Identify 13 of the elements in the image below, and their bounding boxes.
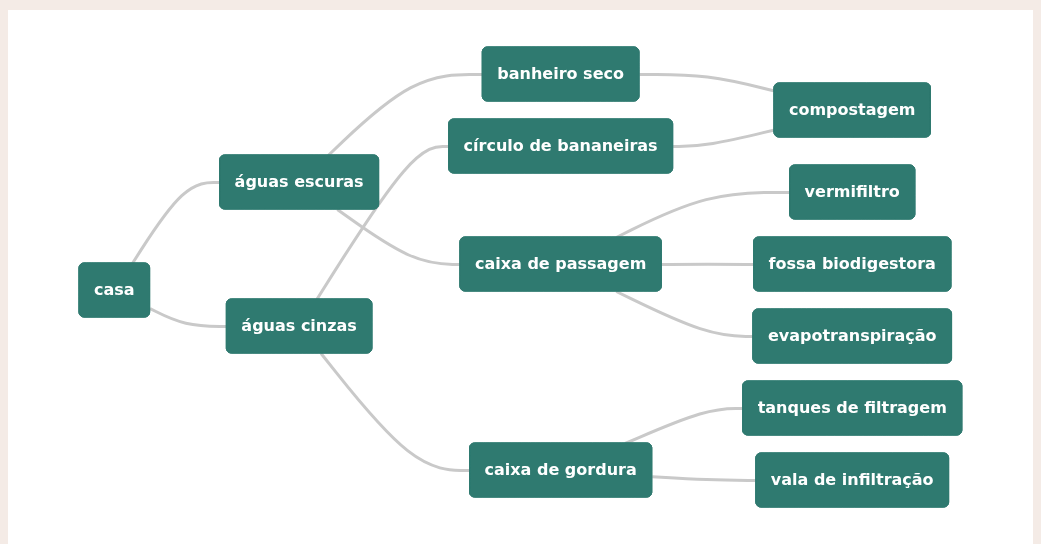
- connector: [652, 475, 757, 482]
- connector: [673, 128, 775, 148]
- connector: [336, 208, 461, 266]
- connector: [131, 180, 221, 265]
- connector: [615, 290, 754, 338]
- connector: [149, 307, 227, 328]
- connector: [315, 144, 450, 301]
- connector: [320, 352, 471, 472]
- connector: [615, 190, 791, 239]
- connector: [327, 72, 483, 157]
- connector: [624, 406, 744, 445]
- connector: [661, 262, 755, 266]
- connector: [639, 72, 775, 93]
